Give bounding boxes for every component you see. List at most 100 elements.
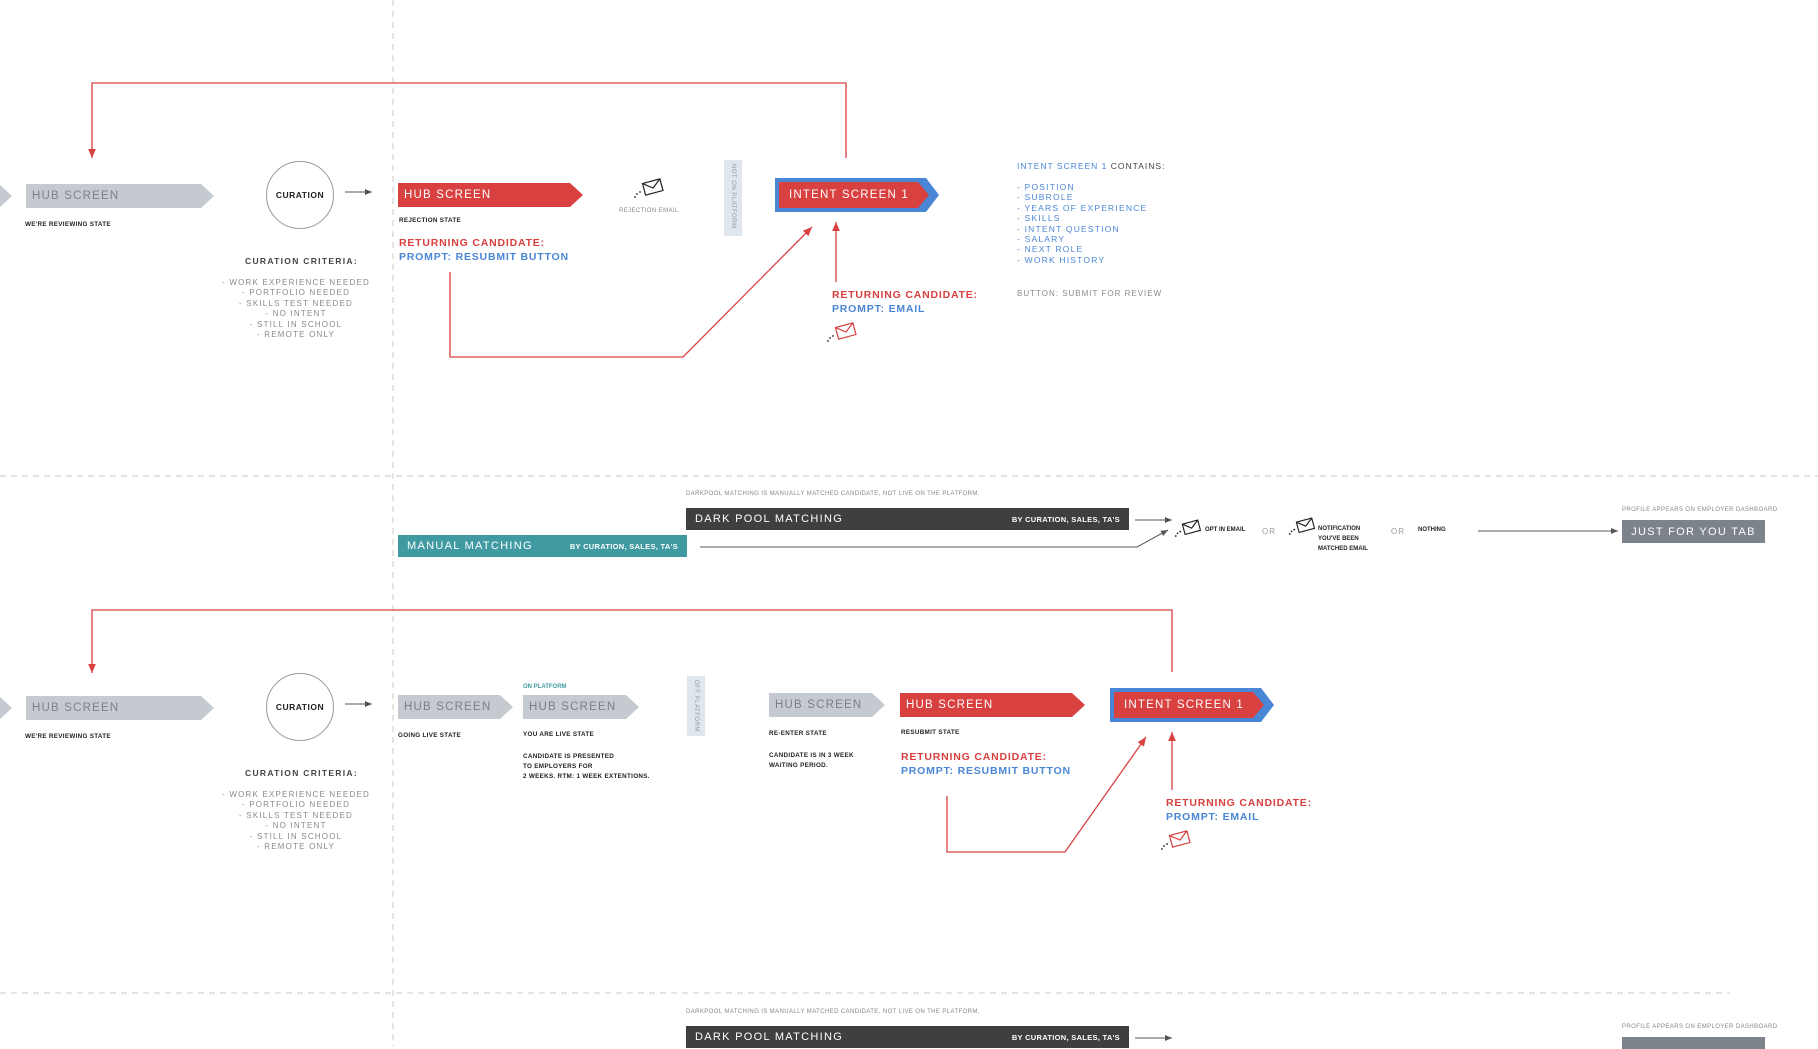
contains-item: - SKILLS bbox=[1017, 213, 1061, 224]
envelope-icon bbox=[1161, 830, 1191, 850]
criteria-item: - WORK EXPERIENCE NEEDED bbox=[222, 278, 370, 287]
waiting-note: CANDIDATE IS IN 3 WEEK WAITING PERIOD. bbox=[769, 751, 854, 771]
darkpool-note: DARKPOOL MATCHING IS MANUALLY MATCHED CA… bbox=[686, 491, 980, 497]
criteria-item: - PORTFOLIO NEEDED bbox=[241, 288, 351, 298]
hub-screen-reviewing: HUB SCREEN bbox=[26, 696, 214, 720]
button-submit-label: BUTTON: SUBMIT FOR REVIEW bbox=[1017, 289, 1163, 298]
off-platform-marker: OFF PLATFORM bbox=[687, 676, 705, 736]
contains-item: - YEARS OF EXPERIENCE bbox=[1017, 202, 1148, 213]
curation-criteria-list: - WORK EXPERIENCE NEEDED - PORTFOLIO NEE… bbox=[212, 278, 380, 340]
just-for-you-tab: JUST FOR YOU TAB bbox=[1622, 520, 1765, 543]
loop-line-2 bbox=[88, 609, 1173, 673]
criteria-item: - SKILLS TEST NEEDED bbox=[239, 810, 353, 820]
dark-pool-matching-bar: DARK POOL MATCHING BY CURATION, SALES, T… bbox=[686, 508, 1129, 530]
not-on-platform-marker: NOT ON PLATFORM bbox=[724, 160, 742, 236]
dark-pool-by-label: BY CURATION, SALES, TA'S bbox=[1011, 514, 1120, 524]
intent-contains-list: - POSITION - SUBROLE - YEARS OF EXPERIEN… bbox=[1017, 182, 1147, 265]
manual-matching-bar: MANUAL MATCHING BY CURATION, SALES, TA'S bbox=[398, 535, 687, 557]
resubmit-state: RESUBMIT STATE bbox=[901, 729, 960, 736]
hub-screen-label: HUB SCREEN bbox=[529, 701, 617, 713]
intent-screen-1: INTENT SCREEN 1 bbox=[1110, 688, 1274, 722]
curation-criteria-list: - WORK EXPERIENCE NEEDED - PORTFOLIO NEE… bbox=[212, 790, 380, 852]
hub-screen-live: HUB SCREEN bbox=[523, 695, 639, 719]
prompt-email-label: PROMPT: EMAIL bbox=[832, 303, 926, 315]
intent-contains-prefix: INTENT SCREEN 1 bbox=[1017, 161, 1108, 171]
returning-candidate-email-label: RETURNING CANDIDATE: bbox=[1166, 797, 1312, 809]
just-for-you-label: JUST FOR YOU TAB bbox=[1631, 525, 1756, 538]
hub-screen-going-live: HUB SCREEN bbox=[398, 695, 513, 719]
waiting-line: WAITING PERIOD. bbox=[769, 762, 829, 769]
hub-screen-label: HUB SCREEN bbox=[404, 189, 492, 201]
criteria-item: - SKILLS TEST NEEDED bbox=[239, 298, 353, 308]
curation-label: CURATION bbox=[275, 190, 325, 200]
criteria-item: - STILL IN SCHOOL bbox=[249, 831, 343, 841]
hub-screen-reenter: HUB SCREEN bbox=[769, 693, 885, 717]
presented-note: CANDIDATE IS PRESENTED TO EMPLOYERS FOR … bbox=[523, 752, 650, 782]
hub-screen-label: HUB SCREEN bbox=[404, 701, 492, 713]
manual-matching-label: MANUAL MATCHING bbox=[407, 540, 533, 552]
dark-pool-by-label: BY CURATION, SALES, TA'S bbox=[1011, 1032, 1120, 1042]
hub-screen-resubmit: HUB SCREEN bbox=[900, 693, 1085, 717]
contains-item: - SUBROLE bbox=[1017, 192, 1074, 203]
just-for-you-tab-partial bbox=[1622, 1037, 1765, 1049]
notification-line: MATCHED EMAIL bbox=[1318, 546, 1368, 552]
envelope-icon bbox=[1174, 519, 1202, 537]
curation-node: CURATION bbox=[266, 673, 334, 741]
going-live-state: GOING LIVE STATE bbox=[398, 732, 461, 739]
criteria-item: - NO INTENT bbox=[265, 309, 327, 319]
not-on-platform-label: NOT ON PLATFORM bbox=[730, 164, 736, 229]
notification-line: NOTIFICATION bbox=[1318, 526, 1361, 532]
off-platform-label: OFF PLATFORM bbox=[693, 680, 699, 732]
prompt-email-label: PROMPT: EMAIL bbox=[1166, 811, 1260, 823]
envelope-icon bbox=[827, 322, 857, 342]
hub-screen-label: HUB SCREEN bbox=[906, 699, 994, 711]
hub-screen-label: HUB SCREEN bbox=[32, 702, 120, 714]
profile-appears-label: PROFILE APPEARS ON EMPLOYER DASHBOARD bbox=[1622, 507, 1778, 513]
presented-line: 2 WEEKS. RTM: 1 WEEK EXTENTIONS. bbox=[523, 773, 650, 780]
or-label: OR bbox=[1391, 527, 1405, 536]
loop-line-1 bbox=[88, 82, 847, 158]
intent-screen-label: INTENT SCREEN 1 bbox=[1124, 699, 1245, 711]
curation-criteria-title: CURATION CRITERIA: bbox=[245, 256, 358, 266]
notification-label: NOTIFICATION YOU'VE BEEN MATCHED EMAIL bbox=[1318, 524, 1368, 554]
hub-screen-rejection: HUB SCREEN bbox=[398, 183, 583, 207]
reviewing-state: WE'RE REVIEWING STATE bbox=[25, 733, 111, 740]
envelope-icon bbox=[634, 178, 664, 198]
contains-item: - SALARY bbox=[1017, 234, 1066, 245]
rejection-email-label: REJECTION EMAIL bbox=[619, 208, 679, 214]
reenter-state: RE-ENTER STATE bbox=[769, 730, 827, 737]
profile-appears-label: PROFILE APPEARS ON EMPLOYER DASHBOARD bbox=[1622, 1024, 1778, 1030]
contains-item: - INTENT QUESTION bbox=[1017, 223, 1120, 234]
dark-pool-label: DARK POOL MATCHING bbox=[695, 1031, 844, 1043]
presented-line: CANDIDATE IS PRESENTED bbox=[523, 753, 615, 760]
darkpool-note: DARKPOOL MATCHING IS MANUALLY MATCHED CA… bbox=[686, 1009, 980, 1015]
notification-line: YOU'VE BEEN bbox=[1318, 536, 1359, 542]
criteria-item: - REMOTE ONLY bbox=[256, 842, 336, 852]
contains-item: - POSITION bbox=[1017, 182, 1075, 192]
intent-contains-suffix: CONTAINS: bbox=[1107, 161, 1166, 171]
returning-candidate-label: RETURNING CANDIDATE: bbox=[399, 237, 545, 249]
criteria-item: - PORTFOLIO NEEDED bbox=[241, 800, 351, 810]
envelope-icon bbox=[1288, 517, 1316, 535]
criteria-item: - WORK EXPERIENCE NEEDED bbox=[222, 790, 370, 799]
returning-candidate-email-label: RETURNING CANDIDATE: bbox=[832, 289, 978, 301]
or-label: OR bbox=[1262, 527, 1276, 536]
curation-criteria-title: CURATION CRITERIA: bbox=[245, 768, 358, 778]
intent-contains-heading: INTENT SCREEN 1 CONTAINS: bbox=[1017, 161, 1166, 172]
presented-line: TO EMPLOYERS FOR bbox=[523, 763, 593, 770]
return-line-2 bbox=[946, 736, 1147, 853]
curation-node: CURATION bbox=[266, 161, 334, 229]
contains-item: - NEXT ROLE bbox=[1017, 244, 1084, 255]
criteria-item: - REMOTE ONLY bbox=[256, 330, 336, 340]
dark-pool-matching-bar: DARK POOL MATCHING BY CURATION, SALES, T… bbox=[686, 1026, 1129, 1048]
returning-candidate-label: RETURNING CANDIDATE: bbox=[901, 751, 1047, 763]
contains-item: - WORK HISTORY bbox=[1017, 254, 1106, 265]
on-platform-label: ON PLATFORM bbox=[523, 684, 567, 690]
intent-screen-1: INTENT SCREEN 1 bbox=[775, 178, 939, 212]
prompt-resubmit-label: PROMPT: RESUBMIT BUTTON bbox=[901, 765, 1071, 777]
nothing-label: NOTHING bbox=[1418, 527, 1446, 533]
waiting-line: CANDIDATE IS IN 3 WEEK bbox=[769, 752, 854, 759]
rejection-state: REJECTION STATE bbox=[399, 217, 461, 224]
